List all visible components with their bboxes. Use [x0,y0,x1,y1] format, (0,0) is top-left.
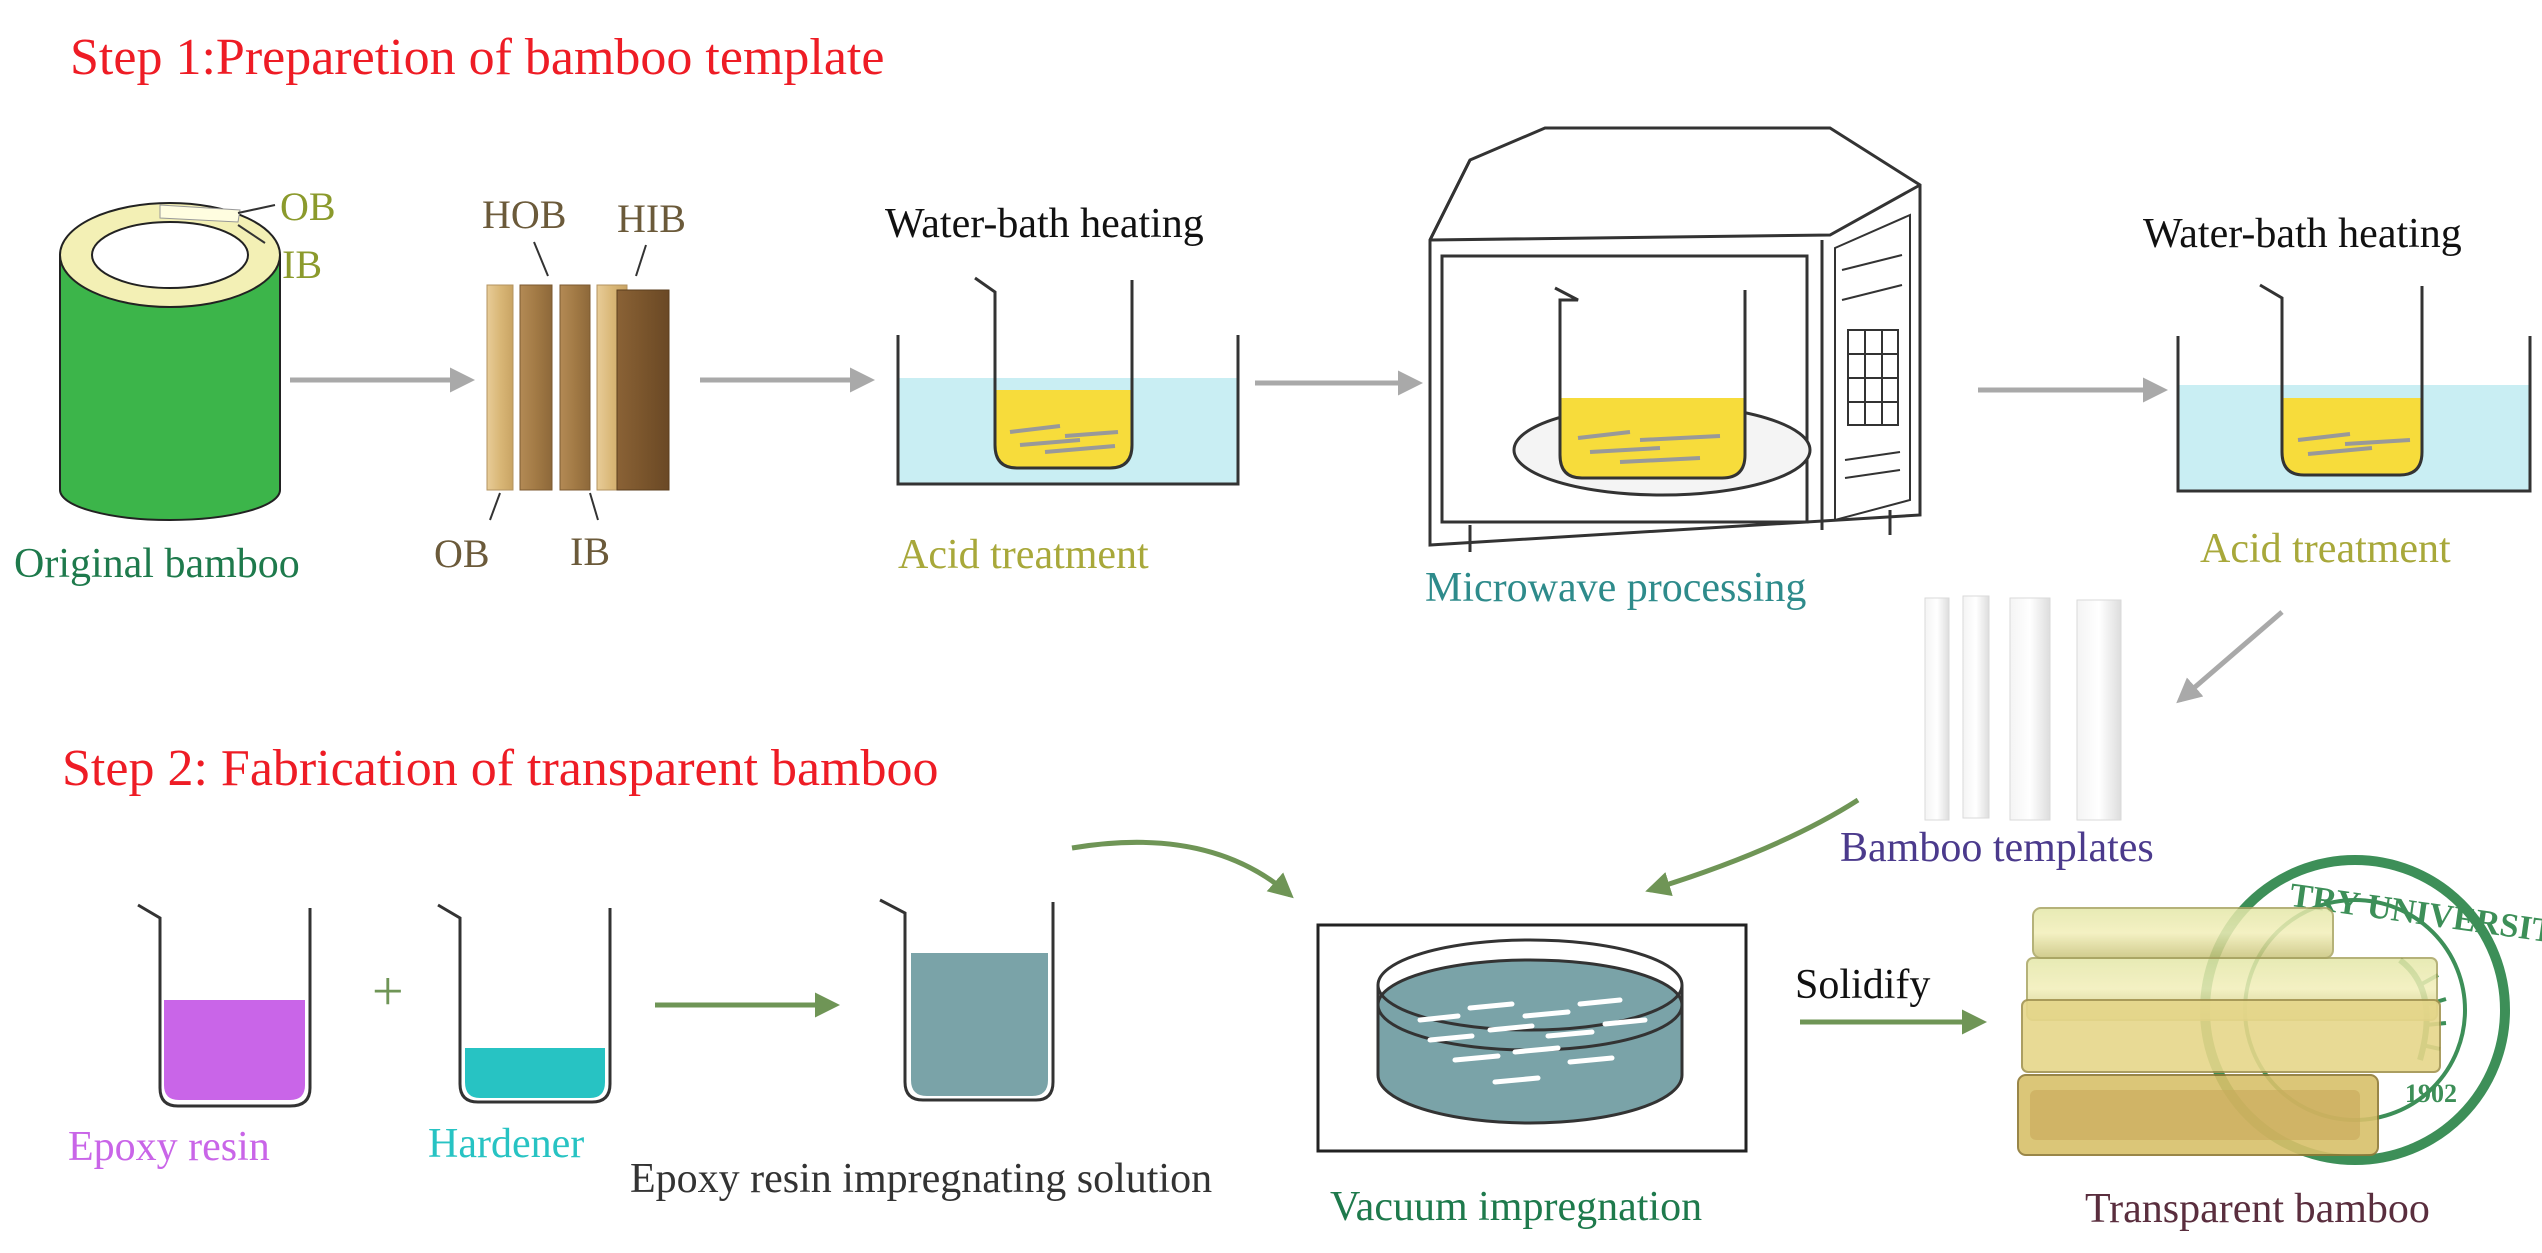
solidify-label: Solidify [1795,962,1930,1008]
transparent-bamboo-image: TRY UNIVERSITY 1902 [2017,855,2542,1165]
step1-title: Step 1:Preparetion of bamboo template [70,29,884,86]
acid-treatment-1-label: Acid treatment [898,532,1149,578]
vacuum-impregnation-box [1316,923,1748,1153]
ob-top-label: OB [280,184,336,229]
bamboo-strips [486,241,670,521]
water-bath-1-label: Water-bath heating [885,201,1204,247]
microwave-keypad [1844,329,1901,479]
water-bath-1 [896,276,1240,486]
original-bamboo-cylinder [59,202,281,521]
hardener-beaker [437,903,612,1104]
bamboo-templates-image [1924,595,2122,821]
bamboo-templates-label: Bamboo templates [1840,825,2154,871]
ob-bottom-label: OB [434,531,490,576]
hardener-label: Hardener [428,1121,584,1167]
microwave-label: Microwave processing [1425,565,1806,611]
hib-label: HIB [617,196,686,241]
plus-sign: + [372,961,404,1023]
water-bath-2-label: Water-bath heating [2143,211,2462,257]
strip-hib [616,289,670,491]
templates-in-resin [1417,997,1648,1085]
arrow-solution-to-vacuum [1071,839,1294,899]
impregnating-solution-beaker [879,898,1055,1102]
ib-top-label: IB [282,242,322,287]
transparent-bamboo-label: Transparent bamboo [2085,1186,2430,1232]
strip-ib [559,284,591,491]
strip-ob [486,284,514,491]
beaker-2 [2259,283,2424,477]
ib-bottom-label: IB [570,529,610,574]
vacuum-impregnation-label: Vacuum impregnation [1330,1184,1702,1230]
microwave-oven [1428,126,1922,552]
beaker-1 [974,276,1134,470]
seal-year: 1902 [2405,1079,2457,1108]
hob-label: HOB [482,192,566,237]
acid-treatment-2-label: Acid treatment [2200,526,2451,572]
original-bamboo-label: Original bamboo [14,541,300,587]
step2-title: Step 2: Fabrication of transparent bambo… [62,740,939,797]
arrow-templates-to-vacuum [1645,797,1860,897]
arrow-bath-to-templates [2176,610,2284,704]
water-bath-2 [2176,283,2532,493]
epoxy-resin-label: Epoxy resin [68,1124,270,1170]
strip-hob [519,284,553,491]
epoxy-resin-beaker [137,903,312,1108]
impregnating-solution-label: Epoxy resin impregnating solution [630,1156,1212,1202]
